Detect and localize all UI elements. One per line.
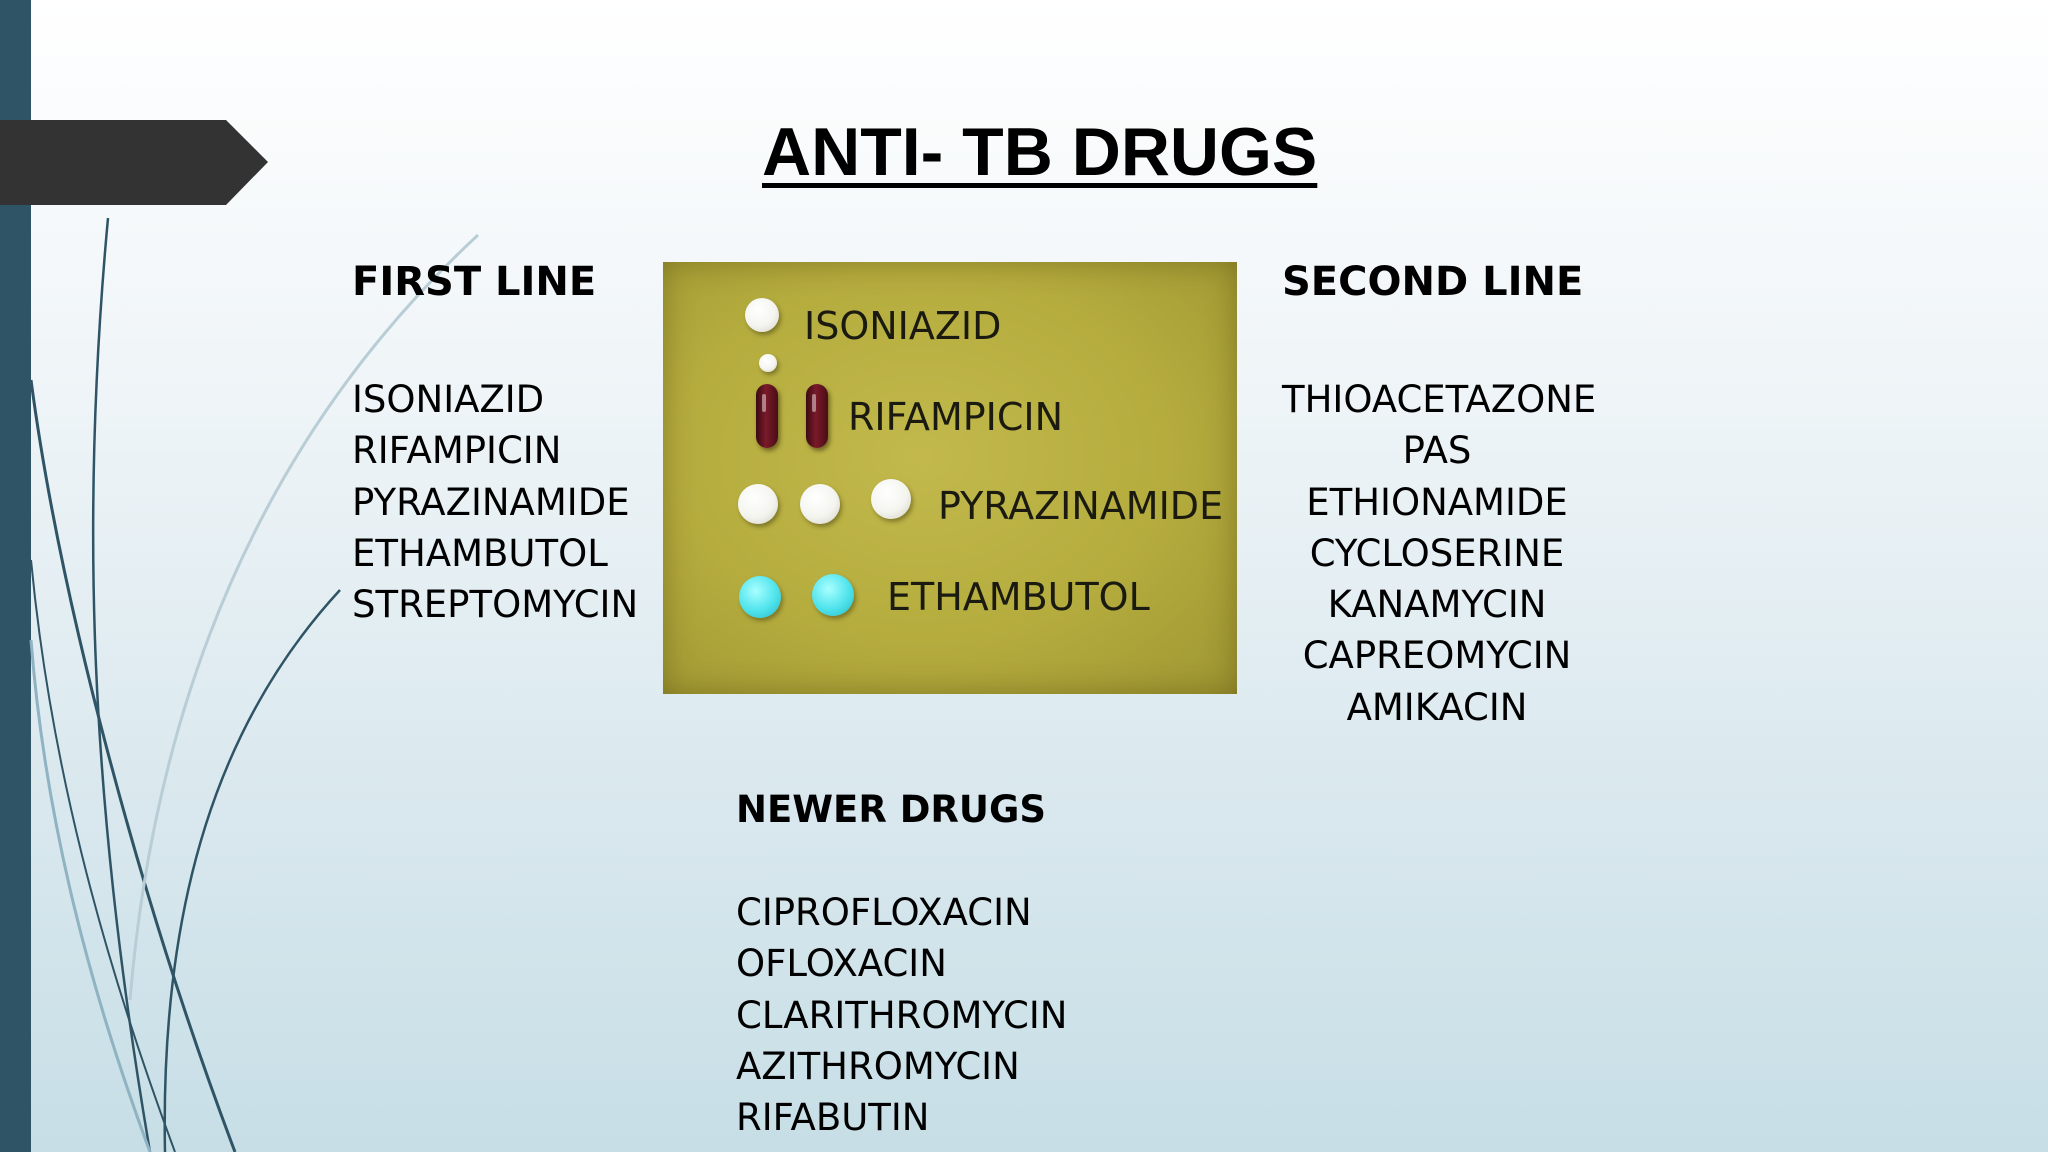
pyrazinamide-tablet: [871, 479, 911, 519]
list-item: OFLOXACIN: [736, 942, 947, 986]
list-item: CIPROFLOXACIN: [736, 891, 1032, 934]
decorative-curves: [29, 217, 480, 1152]
rifampicin-capsule: [806, 384, 828, 448]
list-item: AZITHROMYCIN: [736, 1044, 1020, 1088]
ethambutol-photo-label: ETHAMBUTOL: [887, 575, 1150, 619]
second-line-heading: SECOND LINE: [1282, 259, 1584, 305]
list-item: ETHIONAMIDE: [1306, 480, 1568, 524]
first-line-list: ISONIAZID RIFAMPICIN PYRAZINAMIDE ETHAMB…: [352, 374, 638, 630]
newer-drugs-heading: NEWER DRUGS: [736, 788, 1046, 831]
list-item: KANAMYCIN: [1327, 583, 1547, 627]
list-item: ETHAMBUTOL: [352, 531, 608, 575]
slide-title: ANTI- TB DRUGS: [762, 114, 1318, 190]
isoniazid-photo-label: ISONIAZID: [804, 304, 1002, 348]
rifampicin-capsule: [756, 384, 778, 448]
newer-drugs-list: CIPROFLOXACIN OFLOXACIN CLARITHROMYCIN A…: [736, 887, 1067, 1143]
list-item: RIFABUTIN: [736, 1096, 930, 1140]
isoniazid-tablet-small: [759, 354, 777, 372]
list-item: PYRAZINAMIDE: [352, 480, 630, 524]
list-item: ISONIAZID: [352, 378, 545, 421]
list-item: CYCLOSERINE: [1309, 531, 1565, 575]
list-item: AMIKACIN: [1346, 685, 1528, 729]
list-item: THIOACETAZONE: [1282, 378, 1597, 421]
second-line-list: THIOACETAZONE PAS ETHIONAMIDE CYCLOSERIN…: [1282, 374, 1597, 733]
pyrazinamide-photo-label: PYRAZINAMIDE: [938, 484, 1224, 528]
ethambutol-tablet: [812, 574, 854, 616]
ethambutol-tablet: [739, 576, 781, 618]
rifampicin-photo-label: RIFAMPICIN: [848, 395, 1064, 439]
title-arrow-tab: [0, 120, 268, 205]
drug-tablets-photo: ISONIAZID RIFAMPICIN PYRAZINAMIDE ETHAMB…: [663, 262, 1237, 694]
list-item: RIFAMPICIN: [352, 429, 562, 473]
first-line-heading: FIRST LINE: [352, 259, 597, 305]
list-item: CLARITHROMYCIN: [736, 993, 1068, 1037]
list-item: STREPTOMYCIN: [352, 583, 639, 627]
pyrazinamide-tablet: [738, 484, 778, 524]
list-item: PAS: [1402, 429, 1472, 473]
list-item: CAPREOMYCIN: [1302, 634, 1572, 678]
pyrazinamide-tablet: [800, 484, 840, 524]
isoniazid-tablet-large: [745, 298, 779, 332]
